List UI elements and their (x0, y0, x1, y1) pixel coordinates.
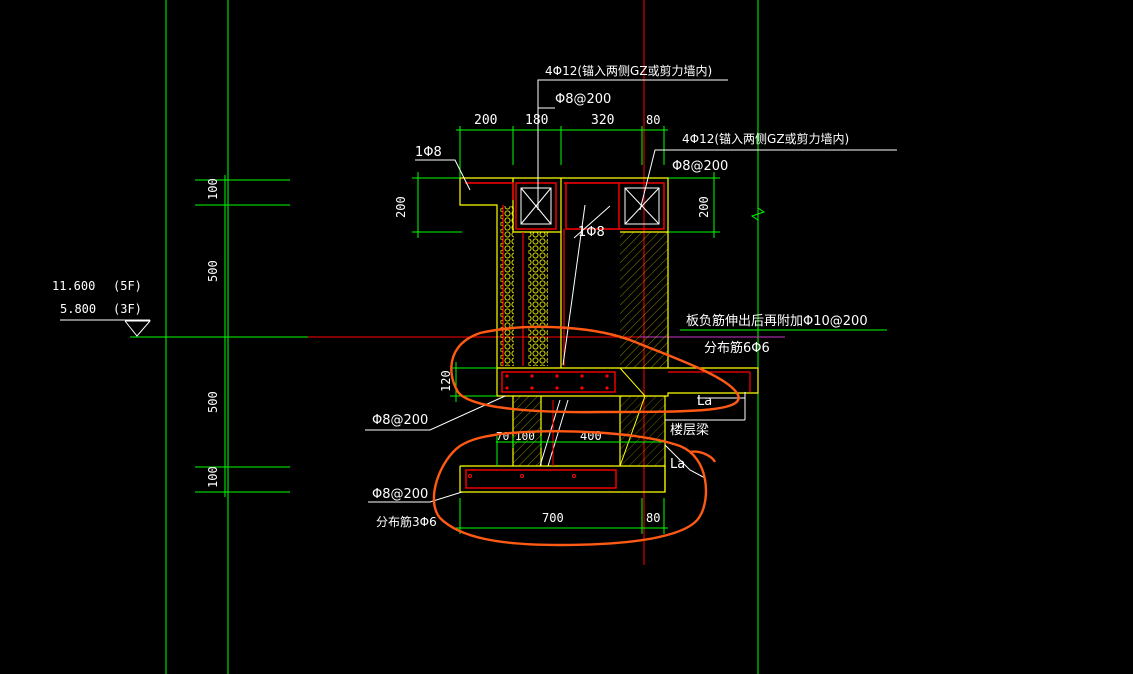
lower-diag-2 (547, 399, 569, 467)
label-slab-note: 板负筋伸出后再附加Φ10@200 (686, 313, 868, 329)
concrete-hatch-lower-right (620, 396, 665, 466)
leader-lines (365, 79, 897, 503)
label-stirrup-top: Φ8@200 (555, 92, 611, 107)
dim-side-500-top: 500 (206, 260, 220, 282)
insulation-fill-left (500, 206, 514, 366)
side-dimension-chain (195, 175, 290, 497)
lower-anchor-line (664, 444, 706, 479)
markup-circle-upper (450, 325, 740, 414)
dim-top-320: 320 (591, 113, 614, 128)
label-rebar-right-main: 4Φ12(锚入两侧GZ或剪力墙内) (682, 131, 849, 146)
rebar-cross-right (624, 187, 660, 225)
left-dimension-200 (412, 172, 462, 238)
rebar-cage-right (564, 182, 665, 230)
dim-top-200: 200 (474, 113, 497, 128)
dim-side-500-bot: 500 (206, 391, 220, 413)
dim-left-200: 200 (394, 196, 408, 218)
dim-slab-120: 120 (439, 370, 453, 392)
insulation-fill-mid (528, 232, 548, 366)
elevation-lower: 5.800 (60, 302, 96, 316)
rebar-cross-left (520, 187, 552, 225)
dim-top-80: 80 (646, 113, 660, 127)
mid-dimension-line (496, 436, 665, 466)
right-dimension-200 (665, 172, 720, 238)
label-anchor-la-1: La (697, 394, 712, 409)
top-dimension-line (456, 126, 668, 180)
concrete-hatch-right (620, 232, 668, 368)
label-slab-dist: 分布筋6Φ6 (704, 340, 770, 356)
floor-upper: (5F) (113, 279, 142, 293)
dim-side-100-top: 100 (206, 178, 220, 200)
label-rebar-top-main: 4Φ12(锚入两侧GZ或剪力墙内) (545, 63, 712, 78)
dim-top-180: 180 (525, 113, 548, 128)
dim-right-200: 200 (697, 196, 711, 218)
dim-side-100-bot: 100 (206, 466, 220, 488)
markup-circle-lower (432, 430, 717, 547)
label-lower-stirrup: Φ8@200 (372, 487, 428, 502)
label-floor-beam: 楼层梁 (670, 423, 709, 438)
break-mark (750, 207, 766, 221)
slab-dimension-120 (450, 362, 497, 402)
lower-beam-rebar (465, 469, 617, 489)
rebar-cage-left (515, 182, 557, 230)
upper-beam-outline (459, 177, 669, 368)
dim-bot-700: 700 (542, 511, 564, 525)
floor-lower: (3F) (113, 302, 142, 316)
label-lower-dist: 分布筋3Φ6 (376, 514, 437, 529)
elevation-marker (60, 319, 152, 337)
label-stirrup-right: Φ8@200 (672, 159, 728, 174)
dim-bot-80: 80 (646, 511, 660, 525)
label-anchor-la-2: La (670, 457, 685, 472)
bottom-dimension-line (456, 498, 668, 534)
lower-diag (539, 399, 561, 467)
label-tie-mid: 1Φ8 (578, 225, 605, 240)
tie-bar-left (465, 182, 514, 200)
elevation-upper: 11.600 (52, 279, 95, 293)
label-slab-stirrup: Φ8@200 (372, 413, 428, 428)
label-tie-left: 1Φ8 (415, 145, 442, 160)
lower-beam-bars (467, 473, 577, 479)
dim-mid-70: 70 (496, 430, 509, 443)
